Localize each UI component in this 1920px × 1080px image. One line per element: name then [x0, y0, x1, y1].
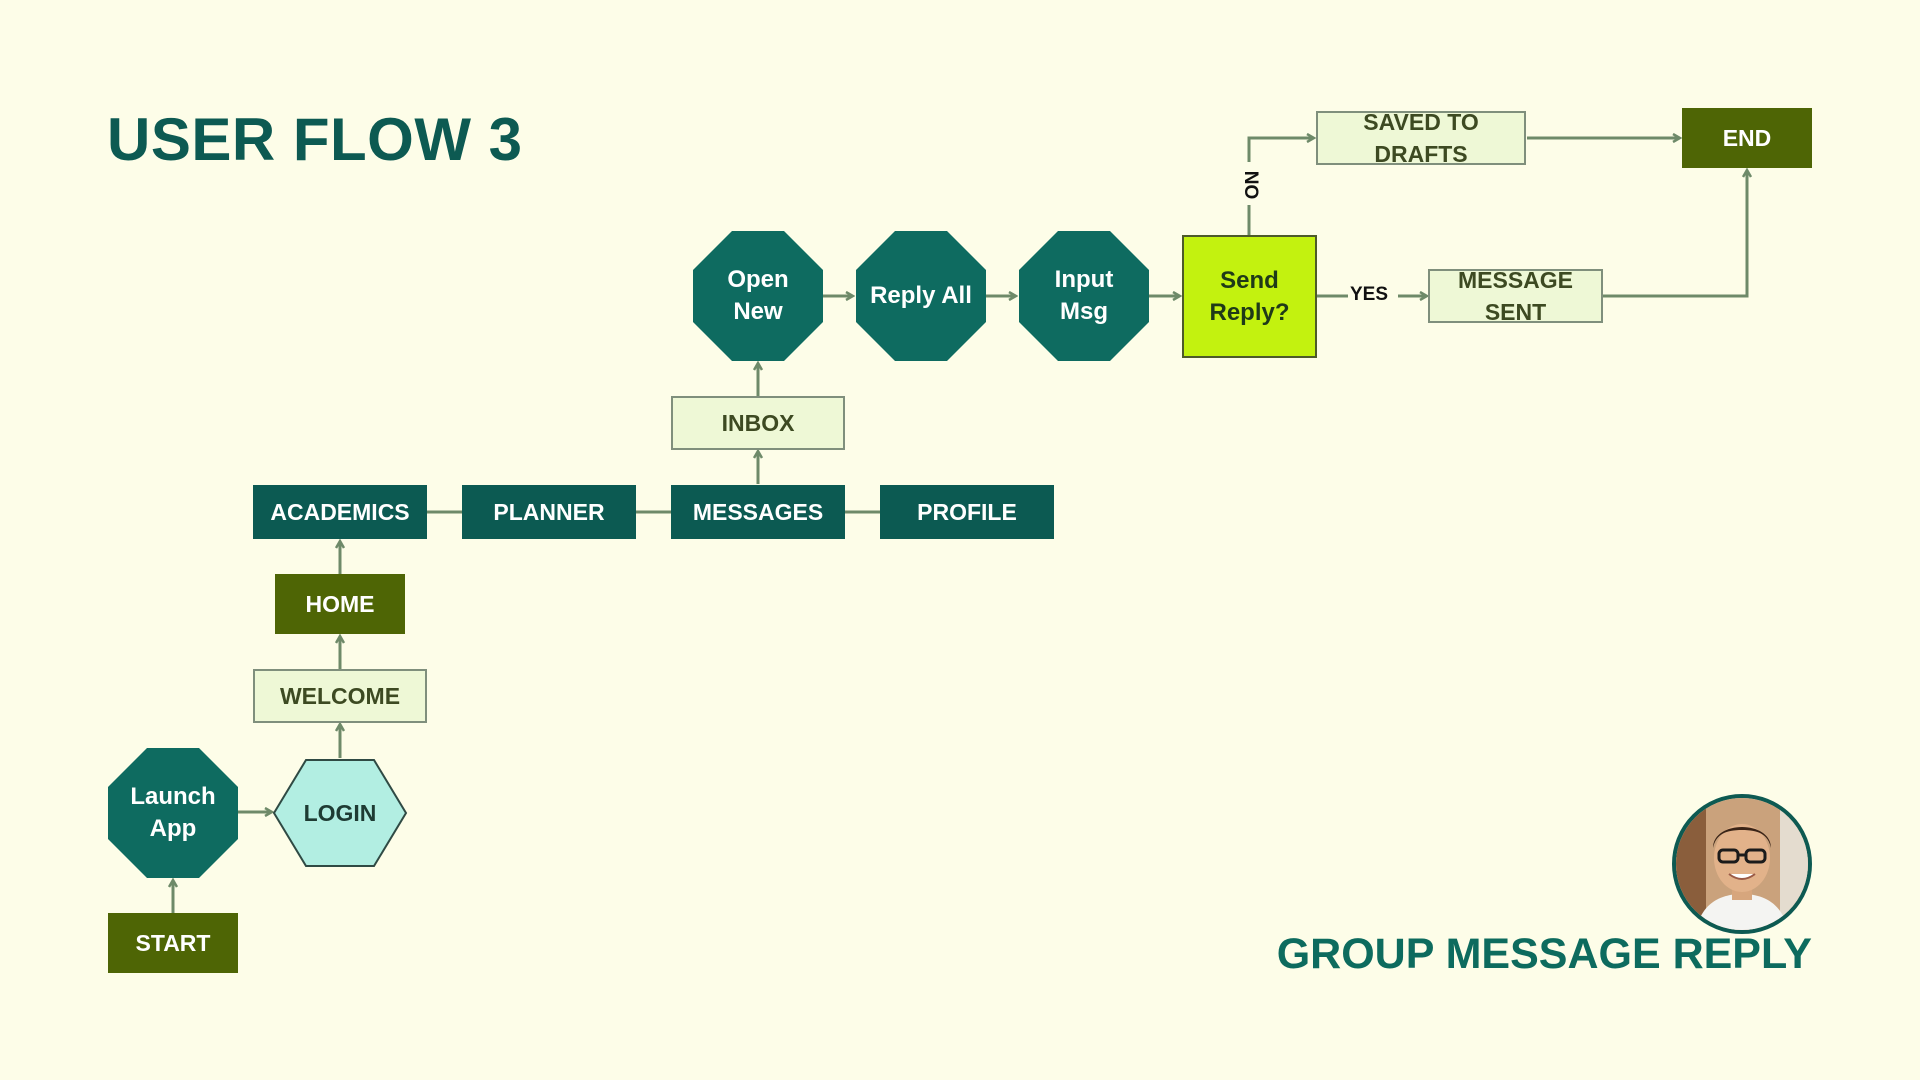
saved-to-drafts-node: SAVED TO DRAFTS: [1316, 109, 1526, 167]
no-edge-label: NO: [1240, 170, 1261, 200]
open-new-node: Open New: [693, 231, 823, 361]
page-title: USER FLOW 3: [107, 106, 523, 173]
login-node-shape: [272, 759, 408, 867]
messages-node: MESSAGES: [671, 485, 845, 539]
inbox-node: INBOX: [671, 396, 845, 450]
reply-all-node: Reply All: [856, 231, 986, 361]
input-msg-node: Input Msg: [1019, 231, 1149, 361]
message-sent-node: MESSAGE SENT: [1428, 267, 1603, 325]
home-node: HOME: [275, 574, 405, 634]
yes-edge-label: YES: [1350, 284, 1389, 305]
planner-node: PLANNER: [462, 485, 636, 539]
send-reply-decision: Send Reply?: [1182, 235, 1317, 358]
start-node: START: [108, 913, 238, 973]
login-node: LOGIN: [303, 800, 377, 826]
welcome-node: WELCOME: [253, 669, 427, 723]
academics-node: ACADEMICS: [253, 485, 427, 539]
launch-app-node: Launch App: [108, 748, 238, 878]
end-node: END: [1682, 108, 1812, 168]
profile-node: PROFILE: [880, 485, 1054, 539]
user-avatar-photo: [1672, 794, 1812, 934]
page-subtitle: GROUP MESSAGE REPLY: [1276, 930, 1812, 978]
